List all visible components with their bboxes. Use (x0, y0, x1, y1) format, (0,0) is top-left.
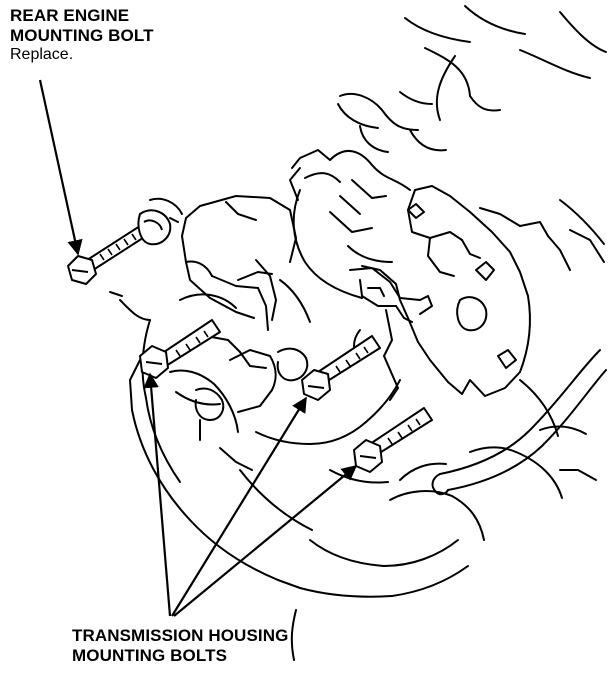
transmission-case (219, 379, 597, 598)
transmission-bolt-middle (301, 335, 381, 401)
upper-frame-lines (404, 5, 607, 121)
leader-bolt-left (143, 372, 172, 617)
rear-mount-bracket (289, 91, 447, 299)
transmission-bolts-label: TRANSMISSION HOUSING MOUNTING BOLTS (72, 626, 288, 666)
rear-engine-label-note: Replace. (10, 46, 74, 64)
rear-engine-label-line1: REAR ENGINE (10, 6, 130, 25)
leader-bolt-right (173, 465, 358, 617)
bell-housing (109, 291, 301, 589)
transmission-label-line2: MOUNTING BOLTS (72, 646, 228, 666)
transmission-bolt-right (353, 407, 433, 473)
leader-rear-mount (38, 79, 83, 256)
transmission-bolt-left (139, 319, 221, 379)
lower-housing (194, 347, 309, 661)
rear-engine-bolt-label: REAR ENGINE MOUNTING BOLT Replace. (10, 6, 154, 65)
leader-bolt-middle (171, 396, 307, 617)
coolant-hose (431, 199, 607, 496)
engine-block (149, 195, 311, 331)
rear-engine-mounting-bolt (67, 209, 172, 285)
transmission-label-line1: TRANSMISSION HOUSING (72, 626, 289, 645)
mount-plate (361, 185, 571, 397)
rear-engine-label-line2: MOUNTING BOLT (10, 26, 154, 46)
center-bracket (349, 267, 433, 401)
